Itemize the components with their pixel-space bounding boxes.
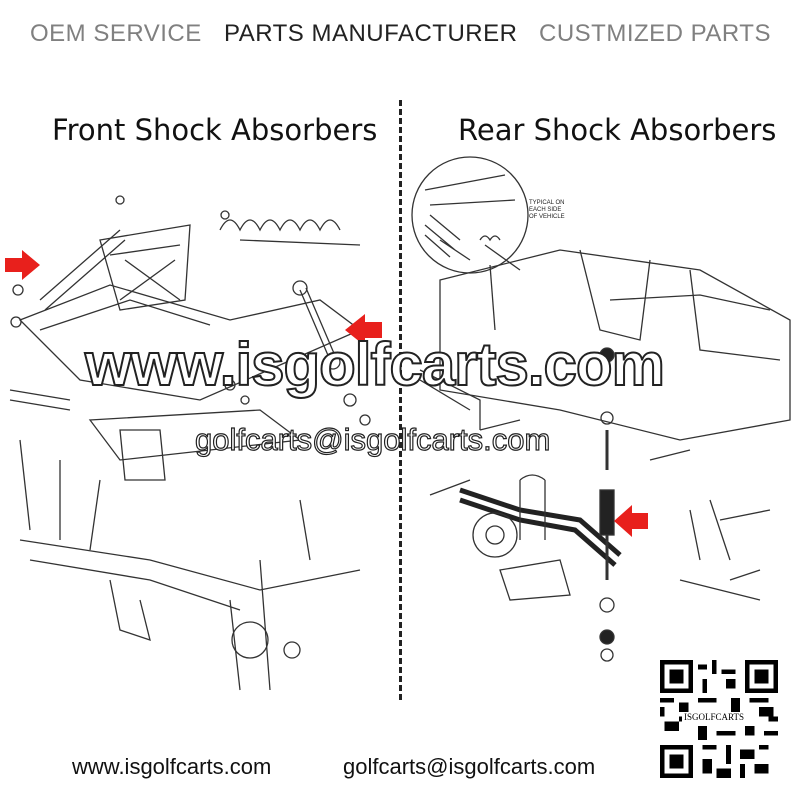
footer-website[interactable]: www.isgolfcarts.com: [72, 754, 272, 779]
footer-email[interactable]: golfcarts@isgolfcarts.com: [343, 754, 596, 779]
rear-arrow: [614, 505, 648, 537]
divider: [399, 100, 402, 700]
front-suspension-diagram: [9, 195, 371, 691]
header-customized-parts: CUSTMIZED PARTS: [539, 20, 771, 47]
watermark-website: www.isgolfcarts.com: [84, 330, 666, 399]
front-title: Front Shock Absorbers: [52, 113, 378, 147]
qr-code[interactable]: [660, 660, 778, 778]
front-arrow-right: [345, 314, 382, 346]
callout-note: TYPICAL ON EACH SIDE OF VEHICLE: [529, 200, 565, 220]
qr-label: ISGOLFCARTS: [682, 712, 746, 722]
header-oem-service: OEM SERVICE: [30, 20, 202, 47]
header-parts-manufacturer: PARTS MANUFACTURER: [224, 20, 518, 47]
watermark-email: golfcarts@isgolfcarts.com: [194, 421, 551, 457]
front-arrow-left: [5, 250, 40, 280]
rear-title: Rear Shock Absorbers: [458, 113, 777, 147]
rear-suspension-diagram: [411, 156, 791, 662]
red-arrows: [5, 250, 648, 537]
